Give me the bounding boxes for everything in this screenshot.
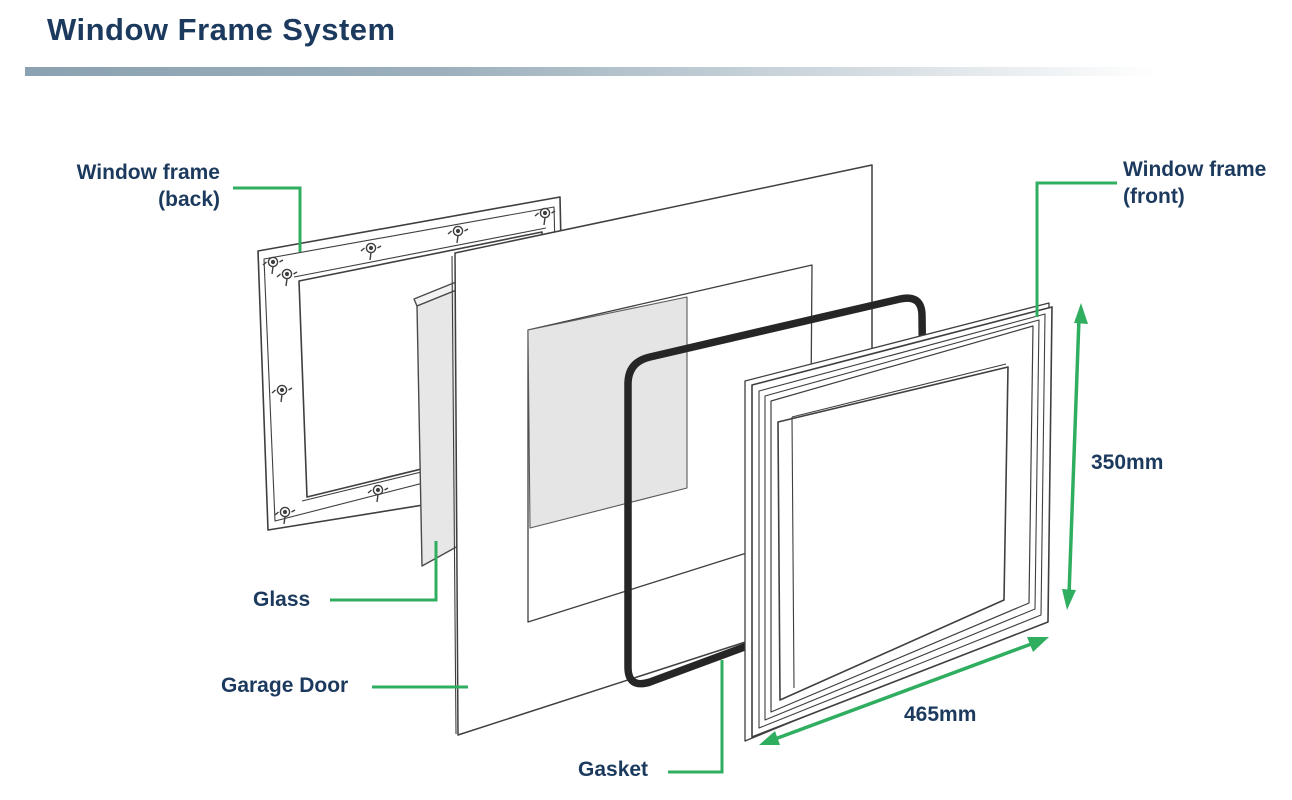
dimension-arrow-465mm [759,637,1049,745]
dimension-label-height: 350mm [1091,451,1164,474]
leader-lines [233,181,1117,774]
label-garage-door: Garage Door [221,674,349,697]
dimension-arrow-350mm [1062,303,1088,610]
leader-glass [330,541,438,602]
page-title: Window Frame System [47,12,396,47]
front-frame-drawing [744,302,1053,742]
screw-fasteners [262,207,556,525]
leader-frame-back [233,186,302,252]
label-window-frame-front-line2: (front) [1123,185,1185,208]
label-gasket: Gasket [578,758,649,781]
label-window-frame-back-line2: (back) [158,188,220,211]
label-glass: Glass [253,588,311,611]
label-window-frame-front-line1: Window frame [1123,158,1267,181]
label-window-frame-front: Window frame (front) [1123,156,1266,210]
title-divider-bar [25,67,1205,76]
label-window-frame-back-line1: Window frame [76,161,220,184]
dimension-label-width: 465mm [904,703,977,726]
label-window-frame-back: Window frame (back) [30,159,220,213]
leader-gasket [668,660,724,774]
leader-frame-front [1035,181,1117,317]
